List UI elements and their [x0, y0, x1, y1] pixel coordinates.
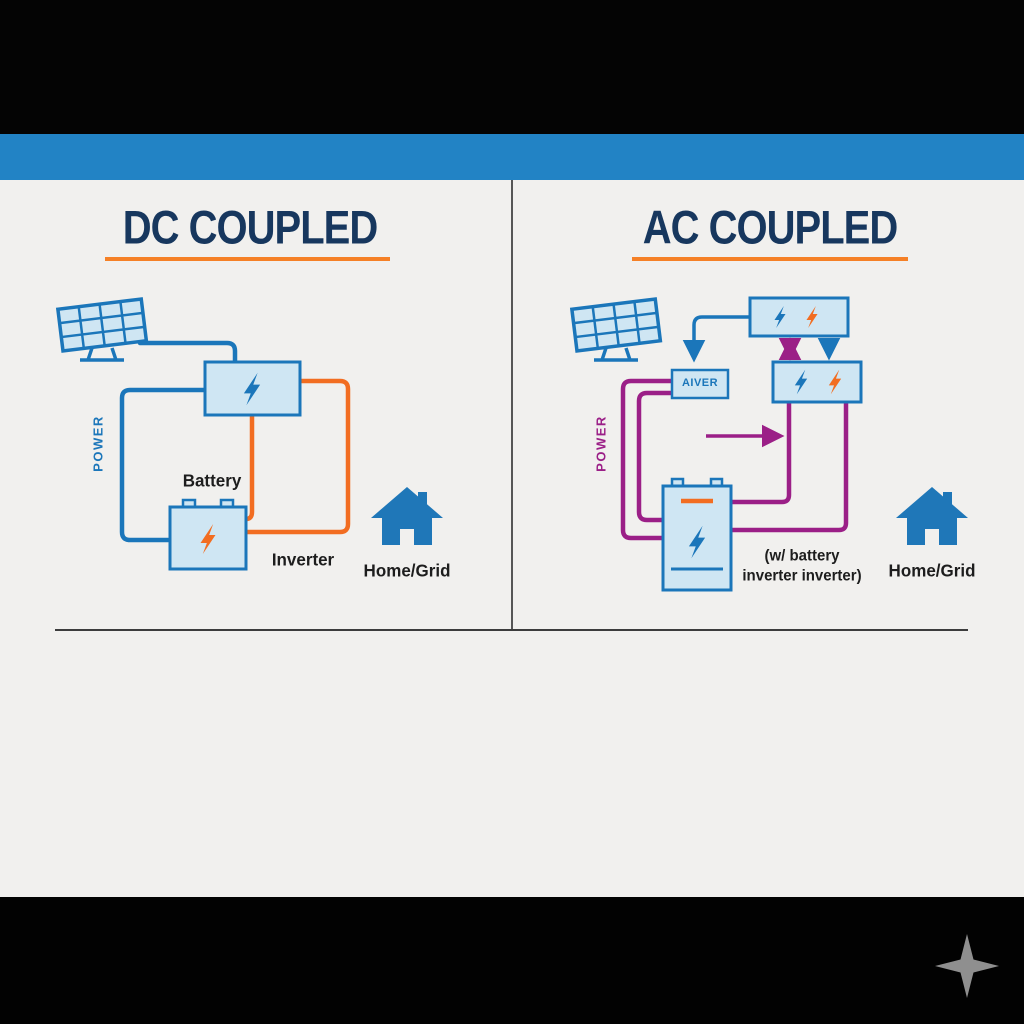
ac-title-underline: [632, 257, 908, 261]
dc-power-label: POWER: [90, 415, 106, 472]
home-grid-label-right: Home/Grid: [888, 561, 976, 581]
ac-coupled-title: AC COUPLED: [642, 202, 898, 254]
home-grid-label-left: Home/Grid: [363, 561, 451, 581]
battery-label: Battery: [182, 471, 242, 491]
blue-header-stripe: [0, 134, 1024, 180]
dc-title-underline: [105, 257, 390, 261]
ac-power-label: POWER: [593, 415, 609, 472]
inverter-label: Inverter: [271, 550, 335, 570]
panel-divider-line: [511, 180, 513, 630]
top-black-bar: [0, 0, 1024, 134]
bottom-black-bar: [0, 897, 1024, 1024]
dc-coupled-title: DC COUPLED: [122, 202, 378, 254]
battery-inverter-note: (w/ battery inverter inverter): [742, 547, 862, 585]
sparkle-icon: [935, 934, 999, 998]
bottom-rule-line: [55, 629, 968, 631]
aiver-box-label: AIVER: [681, 377, 719, 389]
